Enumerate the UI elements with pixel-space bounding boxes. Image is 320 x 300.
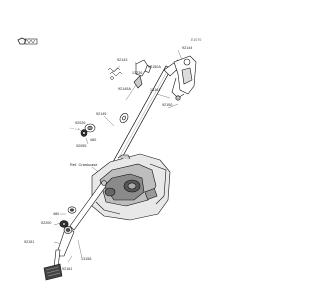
crankcase-block — [91, 153, 171, 221]
part-label-92145: 92145 — [96, 112, 107, 116]
shift-pedal — [43, 225, 75, 281]
part-label-92151: 92151 — [24, 240, 35, 244]
part-label-92161: 92161 — [62, 267, 73, 271]
shift-pawl — [133, 59, 152, 89]
part-label-13156: 13156 — [81, 257, 92, 261]
logo-mark — [17, 37, 38, 45]
linkage-arm — [69, 180, 107, 231]
part-label-92200: 92200 — [41, 221, 52, 225]
part-label-92055: 92055 — [76, 144, 87, 148]
part-label-480-upper: 480 — [90, 138, 97, 142]
return-spring — [107, 68, 123, 80]
gear-change-parts-diagram: E1070 92144 92143 13236 92150A 92145A 13… — [17, 37, 202, 281]
part-label-13161: 13161 — [150, 88, 161, 92]
part-label-13236: 13236 — [132, 71, 143, 75]
part-label-92145a: 92145A — [118, 87, 131, 91]
part-label-480-lower: 480 — [53, 212, 60, 216]
oil-seal-and-washers — [80, 113, 129, 137]
shift-arm-assembly — [171, 55, 197, 101]
part-label-92144: 92144 — [182, 46, 193, 50]
part-label-92026: 92026 — [75, 121, 86, 125]
part-label-92143: 92143 — [117, 58, 128, 62]
part-label-92150: 92150 — [162, 103, 173, 107]
exploded-view-drawing — [17, 37, 197, 281]
ref-crankcase-label: Ref. Crankcase — [70, 163, 98, 167]
page-id: E1070 — [191, 38, 202, 42]
pivot-bolt — [59, 206, 77, 228]
part-label-92150a: 92150A — [148, 65, 161, 69]
